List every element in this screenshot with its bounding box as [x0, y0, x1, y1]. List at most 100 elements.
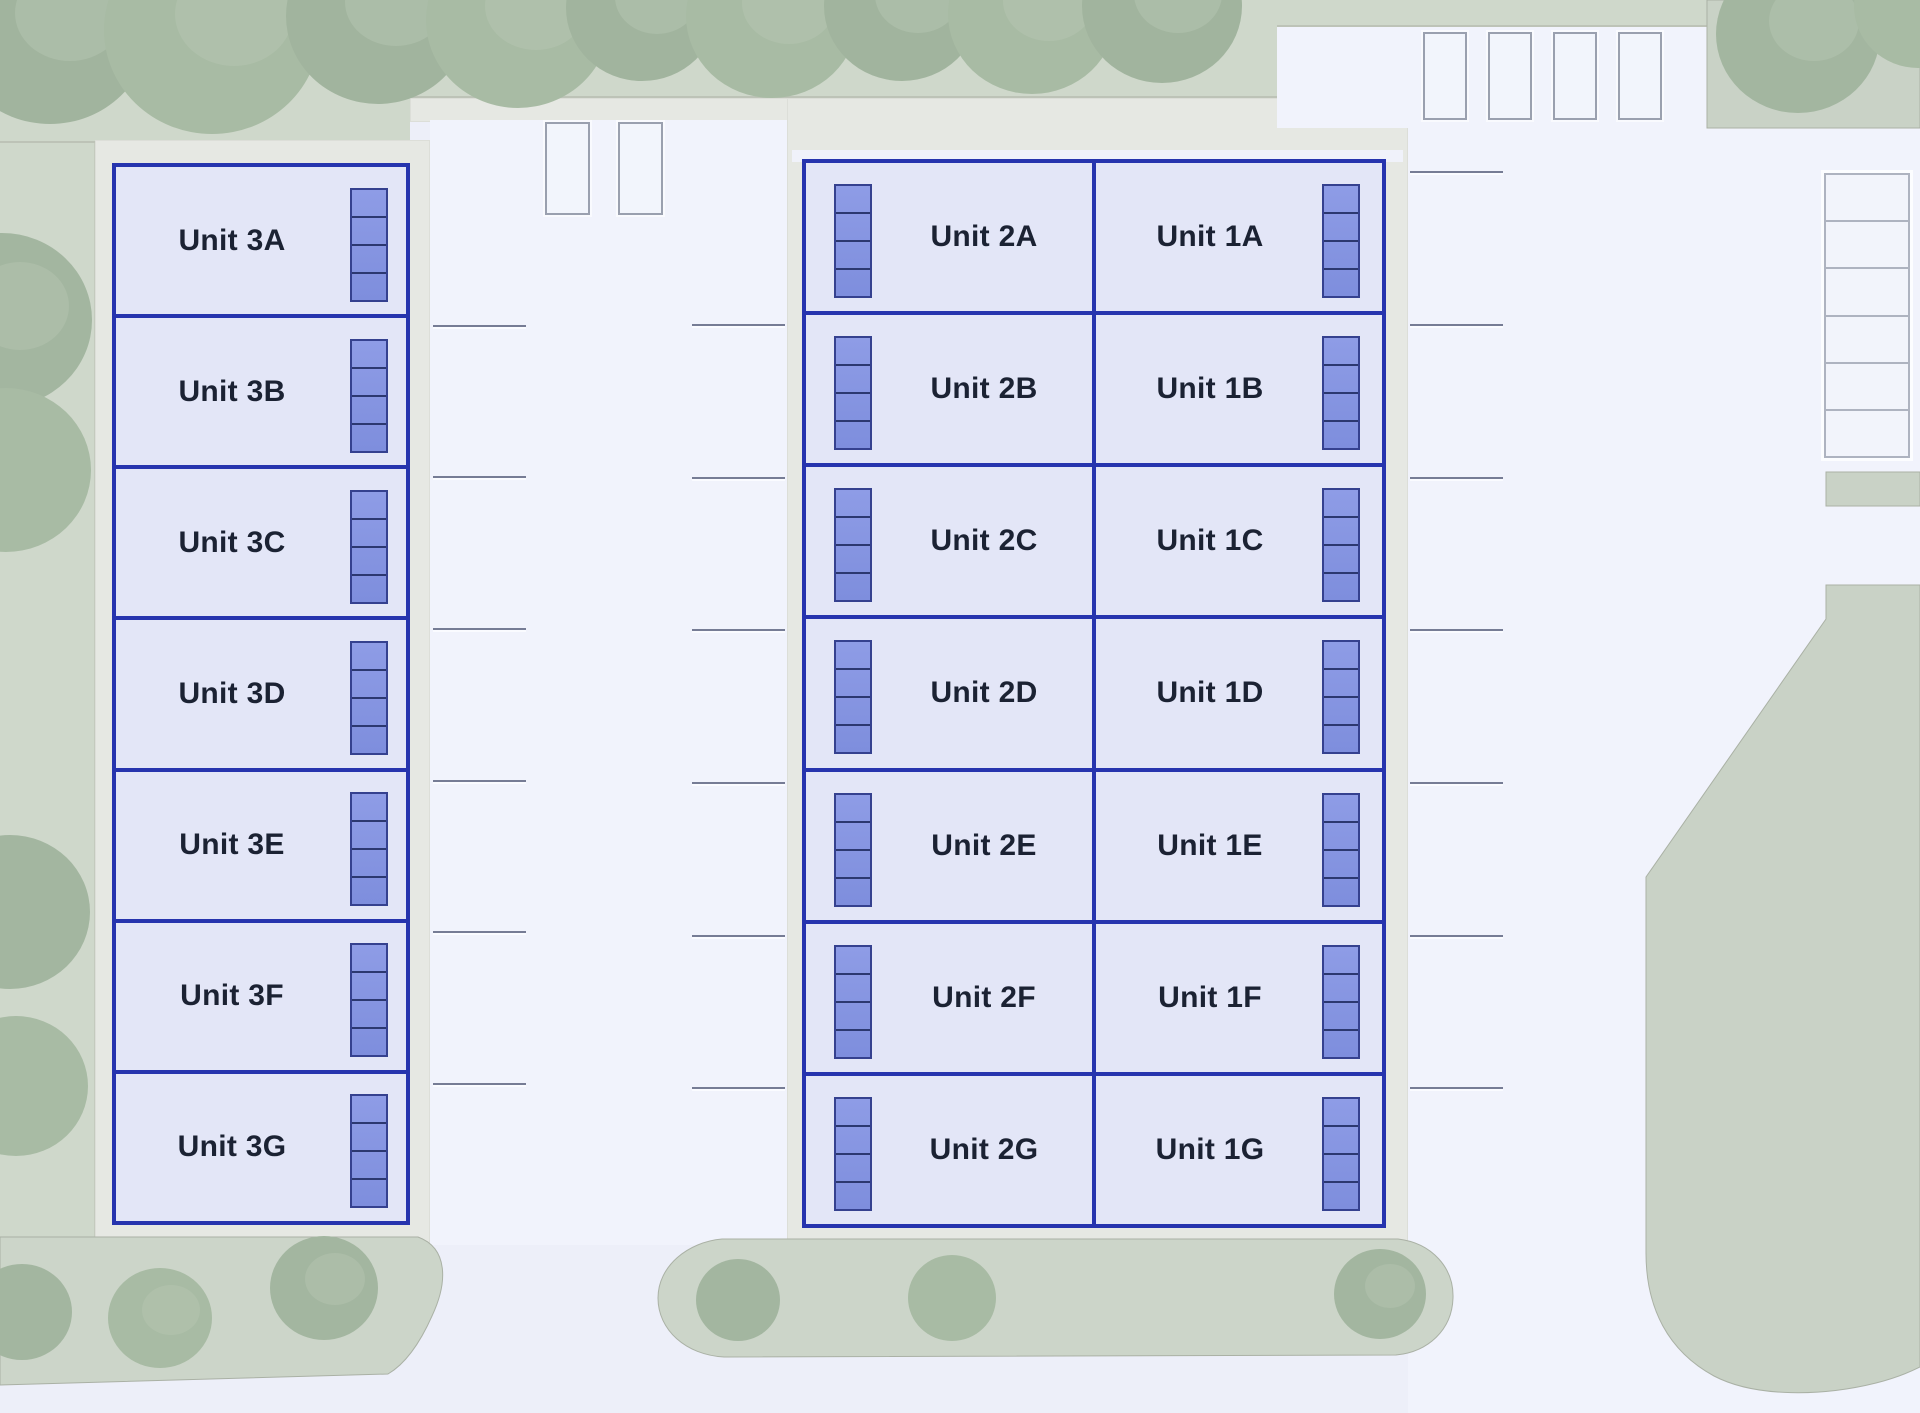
unit-cell-unit-1g[interactable]: Unit 1G	[1096, 1076, 1382, 1224]
stair-step	[1324, 1099, 1358, 1125]
unit-label: Unit 1B	[1156, 372, 1264, 406]
tree-icon	[0, 233, 92, 407]
unit-cell-unit-2f[interactable]: Unit 2F	[806, 924, 1092, 1076]
unit-cell-unit-3f[interactable]: Unit 3F	[116, 923, 406, 1074]
stair-step	[352, 215, 386, 244]
tree-icon	[0, 835, 90, 989]
unit-label: Unit 3E	[179, 828, 285, 862]
unit-label: Unit 1G	[1155, 1132, 1265, 1166]
unit-cell-unit-3g[interactable]: Unit 3G	[116, 1074, 406, 1221]
stair-step	[352, 492, 386, 518]
stairs-icon	[1322, 184, 1360, 299]
unit-label: Unit 2G	[929, 1132, 1039, 1166]
stair-step	[836, 186, 870, 212]
stair-step	[1324, 212, 1358, 240]
stair-step	[352, 999, 386, 1027]
unit-cell-unit-1e[interactable]: Unit 1E	[1096, 772, 1382, 924]
grass-strip-bottom-middle	[657, 1238, 1454, 1358]
stair-step	[1324, 972, 1358, 1001]
unit-label: Unit 3C	[178, 525, 286, 559]
unit-label: Unit 2D	[930, 676, 1038, 710]
stairs-icon	[1322, 944, 1360, 1059]
stair-step	[1324, 544, 1358, 572]
stair-step	[1324, 642, 1358, 668]
grass-area-right	[1645, 584, 1920, 1394]
unit-label: Unit 1F	[1158, 980, 1262, 1014]
stairs-icon	[350, 338, 388, 453]
stair-step	[836, 516, 870, 544]
stairs-icon	[350, 943, 388, 1058]
trees	[0, 0, 1920, 1368]
tree-icon	[0, 1264, 72, 1360]
unit-cell-unit-1a[interactable]: Unit 1A	[1096, 163, 1382, 316]
unit-cell-unit-3c[interactable]: Unit 3C	[116, 469, 406, 621]
stair-step	[836, 1099, 870, 1125]
parking-space	[1826, 269, 1908, 317]
unit-label: Unit 2E	[931, 828, 1037, 862]
grass-band-top-right	[1277, 0, 1707, 27]
stair-step	[1324, 668, 1358, 696]
unit-cell-unit-2b[interactable]: Unit 2B	[806, 315, 1092, 468]
unit-cell-unit-3b[interactable]: Unit 3B	[116, 318, 406, 470]
stair-step	[352, 848, 386, 876]
stairs-icon	[1322, 488, 1360, 603]
stairs-icon	[834, 640, 872, 755]
stair-step	[836, 876, 870, 905]
unit-cell-unit-1f[interactable]: Unit 1F	[1096, 924, 1382, 1076]
unit-label: Unit 1D	[1156, 676, 1264, 710]
parking-column-right	[1824, 173, 1910, 458]
tree-icon	[286, 0, 470, 104]
stair-step	[352, 643, 386, 669]
stair-step	[836, 420, 870, 448]
stairs-icon	[834, 336, 872, 451]
drive-aisle-center	[430, 120, 787, 1245]
stair-step	[1324, 1180, 1358, 1209]
stair-step	[352, 422, 386, 451]
stair-step	[352, 794, 386, 820]
stair-step	[1324, 420, 1358, 448]
building-3: Unit 3A Unit 3B Unit 3C Unit 3D Unit 3E Unit …	[112, 163, 410, 1225]
unit-label: Unit 3B	[178, 374, 286, 408]
parking-space	[1826, 175, 1908, 223]
unit-cell-unit-3a[interactable]: Unit 3A	[116, 167, 406, 319]
tree-icon	[948, 0, 1116, 94]
unit-cell-unit-3d[interactable]: Unit 3D	[116, 620, 406, 772]
unit-cell-unit-3e[interactable]: Unit 3E	[116, 772, 406, 923]
unit-label: Unit 2A	[930, 220, 1038, 254]
unit-cell-unit-2d[interactable]: Unit 2D	[806, 619, 1092, 772]
stair-step	[836, 338, 870, 364]
stair-step	[1324, 338, 1358, 364]
stair-step	[352, 1178, 386, 1206]
unit-cell-unit-1c[interactable]: Unit 1C	[1096, 467, 1382, 620]
unit-cell-unit-2e[interactable]: Unit 2E	[806, 772, 1092, 924]
unit-cell-unit-2a[interactable]: Unit 2A	[806, 163, 1092, 316]
unit-cell-unit-2c[interactable]: Unit 2C	[806, 467, 1092, 620]
stairs-icon	[350, 187, 388, 302]
stair-step	[352, 876, 386, 904]
unit-cell-unit-1d[interactable]: Unit 1D	[1096, 619, 1382, 772]
stair-step	[1324, 516, 1358, 544]
tree-icon	[1334, 1249, 1426, 1339]
stair-step	[352, 696, 386, 725]
stair-step	[1324, 1124, 1358, 1153]
stair-step	[836, 392, 870, 420]
stair-step	[1324, 392, 1358, 420]
stair-step	[836, 724, 870, 752]
stair-step	[1324, 1028, 1358, 1057]
stair-step	[836, 1000, 870, 1029]
stair-step	[352, 366, 386, 395]
unit-cell-unit-2g[interactable]: Unit 2G	[806, 1076, 1092, 1224]
stair-step	[1324, 724, 1358, 752]
unit-cell-unit-1b[interactable]: Unit 1B	[1096, 315, 1382, 468]
stair-step	[352, 1096, 386, 1122]
stair-step	[836, 240, 870, 268]
stairs-icon	[350, 792, 388, 907]
stair-step	[1324, 795, 1358, 821]
stair-step	[836, 820, 870, 849]
tree-icon	[108, 1268, 212, 1368]
stair-step	[352, 1122, 386, 1150]
stair-step	[352, 668, 386, 697]
